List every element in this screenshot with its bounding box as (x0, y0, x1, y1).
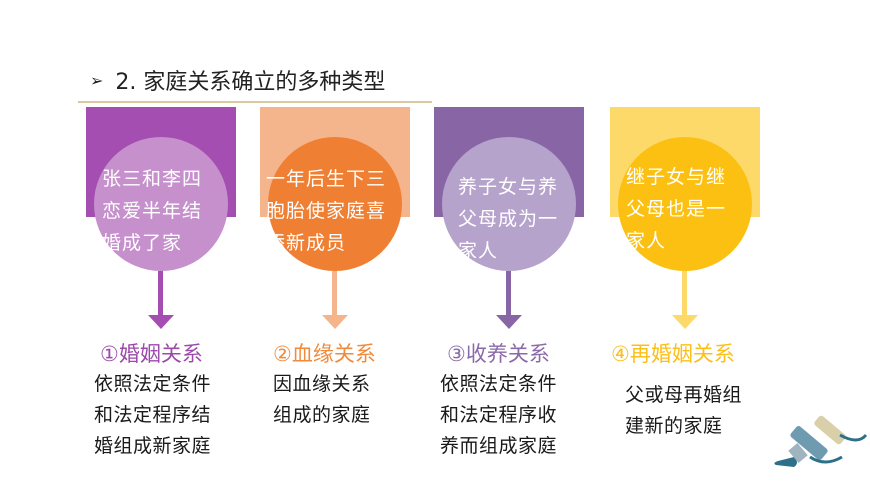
card-circle (268, 137, 402, 271)
card-circle (94, 137, 228, 271)
card-line: 恋爱半年结 (102, 200, 203, 222)
desc-line: 建新的家庭 (625, 415, 723, 437)
card-marriage: 张三和李四 恋爱半年结 婚成了家 (86, 107, 236, 337)
slide-title-text: 2. 家庭关系确立的多种类型 (115, 70, 386, 95)
card-circle (618, 137, 752, 271)
card-text: 张三和李四 恋爱半年结 婚成了家 (102, 163, 252, 259)
card-line: 父母也是一 (626, 198, 727, 220)
arrow-stem (506, 271, 511, 315)
card-line: 养子女与养 (458, 176, 559, 198)
desc-line: 婚组成新家庭 (94, 435, 212, 457)
card-text: 一年后生下三 胞胎使家庭喜 添新成员 (266, 163, 416, 259)
arrow-down-icon (148, 315, 174, 329)
arrow-stem (158, 271, 163, 315)
title-underline (78, 101, 432, 103)
desc-remarriage: 父或母再婚组 建新的家庭 (625, 380, 742, 442)
arrow-down-icon (322, 315, 348, 329)
desc-line: 和法定程序收 (440, 404, 558, 426)
desc-line: 因血缘关系 (273, 373, 371, 395)
desc-blood: 因血缘关系 组成的家庭 (273, 369, 371, 431)
desc-line: 和法定程序结 (94, 404, 212, 426)
desc-marriage: 依照法定条件 和法定程序结 婚组成新家庭 (94, 369, 211, 462)
desc-line: 依照法定条件 (94, 373, 212, 395)
card-line: 继子女与继 (626, 166, 727, 188)
card-blood: 一年后生下三 胞胎使家庭喜 添新成员 (260, 107, 410, 337)
card-line: 添新成员 (266, 232, 347, 254)
card-line: 张三和李四 (102, 168, 203, 190)
arrow-stem (682, 271, 687, 315)
desc-line: 养而组成家庭 (440, 435, 558, 457)
heading-adoption: ③收养关系 (447, 342, 550, 366)
card-line: 一年后生下三 (266, 168, 387, 190)
desc-line: 父或母再婚组 (625, 384, 743, 406)
arrow-down-icon (672, 315, 698, 329)
card-line: 婚成了家 (102, 232, 183, 254)
card-text: 养子女与养 父母成为一 家人 (458, 171, 608, 267)
card-line: 胞胎使家庭喜 (266, 200, 387, 222)
slide-title: ➢ 2. 家庭关系确立的多种类型 (90, 64, 385, 96)
card-adoption: 养子女与养 父母成为一 家人 (434, 107, 584, 337)
card-remarriage: 继子女与继 父母也是一 家人 (610, 107, 760, 337)
bullet-arrow-icon: ➢ (90, 70, 104, 90)
desc-line: 组成的家庭 (273, 404, 371, 426)
arrow-down-icon (496, 315, 522, 329)
desc-adoption: 依照法定条件 和法定程序收 养而组成家庭 (440, 369, 557, 462)
paintbrush-icon (774, 415, 868, 467)
desc-line: 依照法定条件 (440, 373, 558, 395)
card-line: 家人 (626, 230, 667, 252)
card-line: 父母成为一 (458, 208, 559, 230)
heading-blood: ②血缘关系 (273, 342, 376, 366)
arrow-stem (332, 271, 337, 315)
card-line: 家人 (458, 240, 499, 262)
heading-remarriage: ④再婚姻关系 (611, 342, 735, 366)
heading-marriage: ①婚姻关系 (100, 342, 203, 366)
card-text: 继子女与继 父母也是一 家人 (626, 161, 776, 257)
card-circle (442, 137, 576, 271)
